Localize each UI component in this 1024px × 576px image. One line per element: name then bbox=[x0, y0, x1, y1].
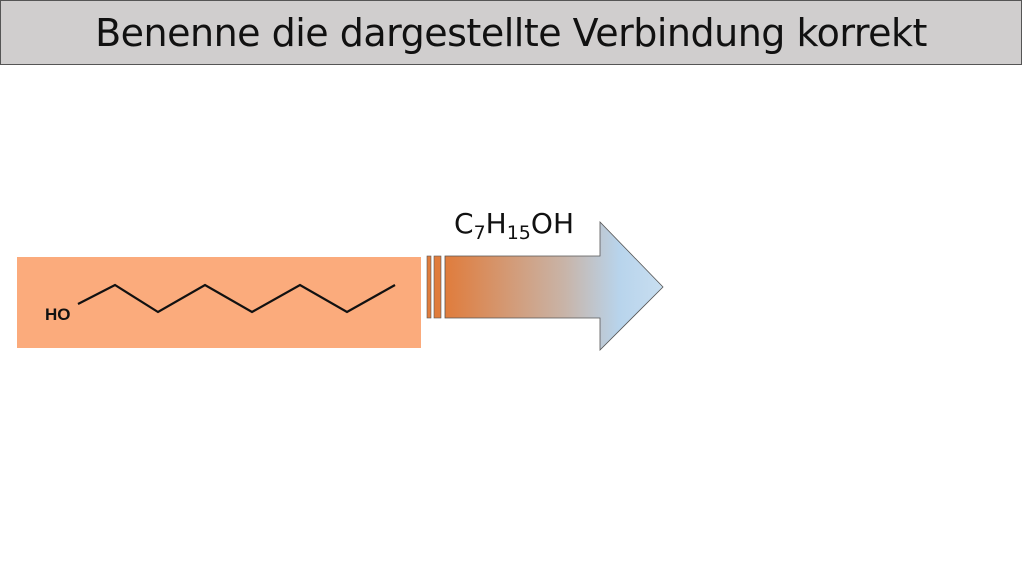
formula-h: H bbox=[485, 207, 507, 240]
molecule-box bbox=[17, 257, 421, 348]
formula-c-sub: 7 bbox=[473, 222, 486, 244]
arrow-stripe bbox=[426, 255, 432, 319]
hydroxyl-label: HO bbox=[45, 305, 71, 324]
carbon-chain bbox=[77, 283, 396, 314]
arrow bbox=[444, 221, 664, 351]
formula-oh: OH bbox=[530, 207, 574, 240]
arrow-stripe bbox=[433, 255, 442, 319]
formula-h-sub: 15 bbox=[506, 222, 531, 244]
slide-title: Benenne die dargestellte Verbindung korr… bbox=[0, 0, 1022, 65]
molecular-formula: C7H15OH bbox=[454, 207, 574, 244]
formula-c: C bbox=[454, 207, 474, 240]
